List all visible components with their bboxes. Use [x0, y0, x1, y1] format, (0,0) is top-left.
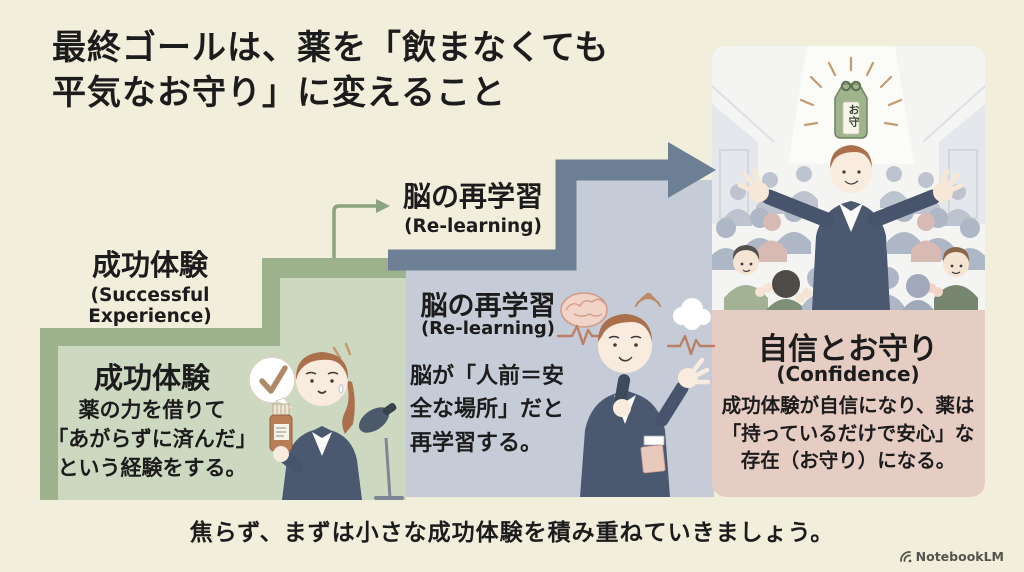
- omamori-charm-icon: [799, 56, 903, 139]
- step1-body-line1: 薬の力を借りて: [78, 398, 226, 422]
- man-open-hand: [678, 357, 711, 388]
- woman-face-features: [305, 371, 344, 394]
- main-title-line1: 最終ゴールは、薬を「飲まなくても: [52, 28, 610, 68]
- left-wall: [712, 104, 758, 224]
- thought-cloud-icon: [673, 298, 711, 330]
- man-raised-arm: [655, 381, 689, 427]
- mini-arrow-head: [376, 199, 390, 213]
- crowd-pink-figure-left: [757, 213, 787, 262]
- step1-header-title: 成功体験: [91, 248, 208, 282]
- step2-body-line1: 脳が「人前＝安: [410, 364, 565, 389]
- step3-box-sub: (Confidence): [776, 362, 920, 386]
- step2-label: 脳の再学習 (Re-learning): [383, 180, 563, 237]
- step3-body-line1: 成功体験が自信になり、薬は: [721, 394, 975, 417]
- microphone-stand-icon: [358, 402, 404, 500]
- ponytail: [342, 380, 355, 434]
- bottom-caption: 焦らず、まずは小さな成功体験を積み重ねていきましょう。: [189, 520, 835, 546]
- step1-header-sub: (Successful Experience): [88, 284, 212, 327]
- step3-body-line2: 「持っているだけで安心」な: [721, 421, 975, 445]
- notebooklm-logo-icon: [899, 551, 912, 563]
- step2-body-line2: 全な場所」だと: [410, 397, 565, 423]
- watermark: NotebookLM: [899, 549, 1004, 564]
- man-face-features: [608, 335, 642, 362]
- crowd-front-right-man: [926, 247, 978, 310]
- step3-body-line3: 存在（お守り）になる。: [740, 449, 956, 473]
- main-title: 最終ゴールは、薬を「飲まなくても 平気なお守り」に変えること: [52, 26, 692, 116]
- staircase-arrow-head: [668, 142, 716, 198]
- step3-box-title: 自信とお守り: [758, 332, 938, 367]
- step1-header: 成功体験 (Successful Experience): [30, 248, 270, 327]
- open-hand-right: [933, 168, 965, 202]
- step1-body-line2: 「あがらずに済んだ」: [47, 426, 257, 451]
- pocket-badge: [643, 435, 665, 446]
- woman-suit: [282, 426, 362, 500]
- step2-label-title: 脳の再学習: [402, 180, 543, 213]
- heartbeat-line-right: [666, 334, 716, 356]
- step1-body-line3: という経験をする。: [57, 455, 247, 480]
- step3-body: 成功体験が自信になり、薬は 「持っているだけで安心」な 存在（お守り）になる。: [714, 392, 982, 475]
- pocket-card: [640, 444, 666, 474]
- presenter-open-arms-figure: [737, 145, 965, 310]
- ceiling-line-left: [712, 85, 775, 143]
- open-hand-left: [737, 168, 769, 202]
- brain-icon: [560, 292, 608, 328]
- handheld-microphone-icon: [613, 374, 631, 417]
- audience-applause-illustration: [712, 46, 985, 310]
- step3-pink-box: [712, 310, 985, 497]
- charm-text: お守: [847, 104, 860, 128]
- woman-face: [296, 354, 348, 406]
- step2-box-sub: (Re-learning): [420, 318, 556, 339]
- crowd-front-left-back-view: [766, 270, 812, 310]
- heartbeat-line-left: [556, 324, 606, 346]
- man-face: [598, 319, 652, 373]
- crowd-pink-figure-right: [911, 213, 941, 262]
- staircase-arrow-shaft: [388, 159, 670, 271]
- emphasis-ticks: [332, 342, 352, 360]
- man-presenting-illustration: [556, 292, 716, 497]
- step2-label-sub: (Re-learning): [404, 215, 542, 237]
- step1-body: 薬の力を借りて 「あがらずに済んだ」 という経験をする。: [42, 396, 262, 483]
- step1-box-title: 成功体験: [93, 361, 210, 395]
- crowd-front-left-woman: [724, 245, 773, 310]
- step3-panel: [712, 46, 985, 497]
- ceiling-line-right: [922, 85, 985, 143]
- signal-arcs-icon: [634, 292, 662, 308]
- woman-shirt: [312, 432, 332, 456]
- woman-with-medicine-illustration: [248, 342, 404, 500]
- watermark-text: NotebookLM: [915, 549, 1004, 564]
- pill-bottle-icon: [269, 403, 293, 462]
- charm-rays: [799, 56, 903, 127]
- step2-body: 脳が「人前＝安 全な場所」だと 再学習する。: [410, 360, 570, 460]
- main-title-line2: 平気なお守り」に変えること: [52, 72, 506, 113]
- crowd-front-far-right: [902, 274, 934, 310]
- man-hair: [598, 314, 652, 342]
- mini-arrow-shaft: [332, 204, 377, 258]
- step2-body-line3: 再学習する。: [410, 430, 543, 456]
- woman-hair: [295, 352, 349, 380]
- step2-box-title: 脳の再学習: [420, 291, 556, 322]
